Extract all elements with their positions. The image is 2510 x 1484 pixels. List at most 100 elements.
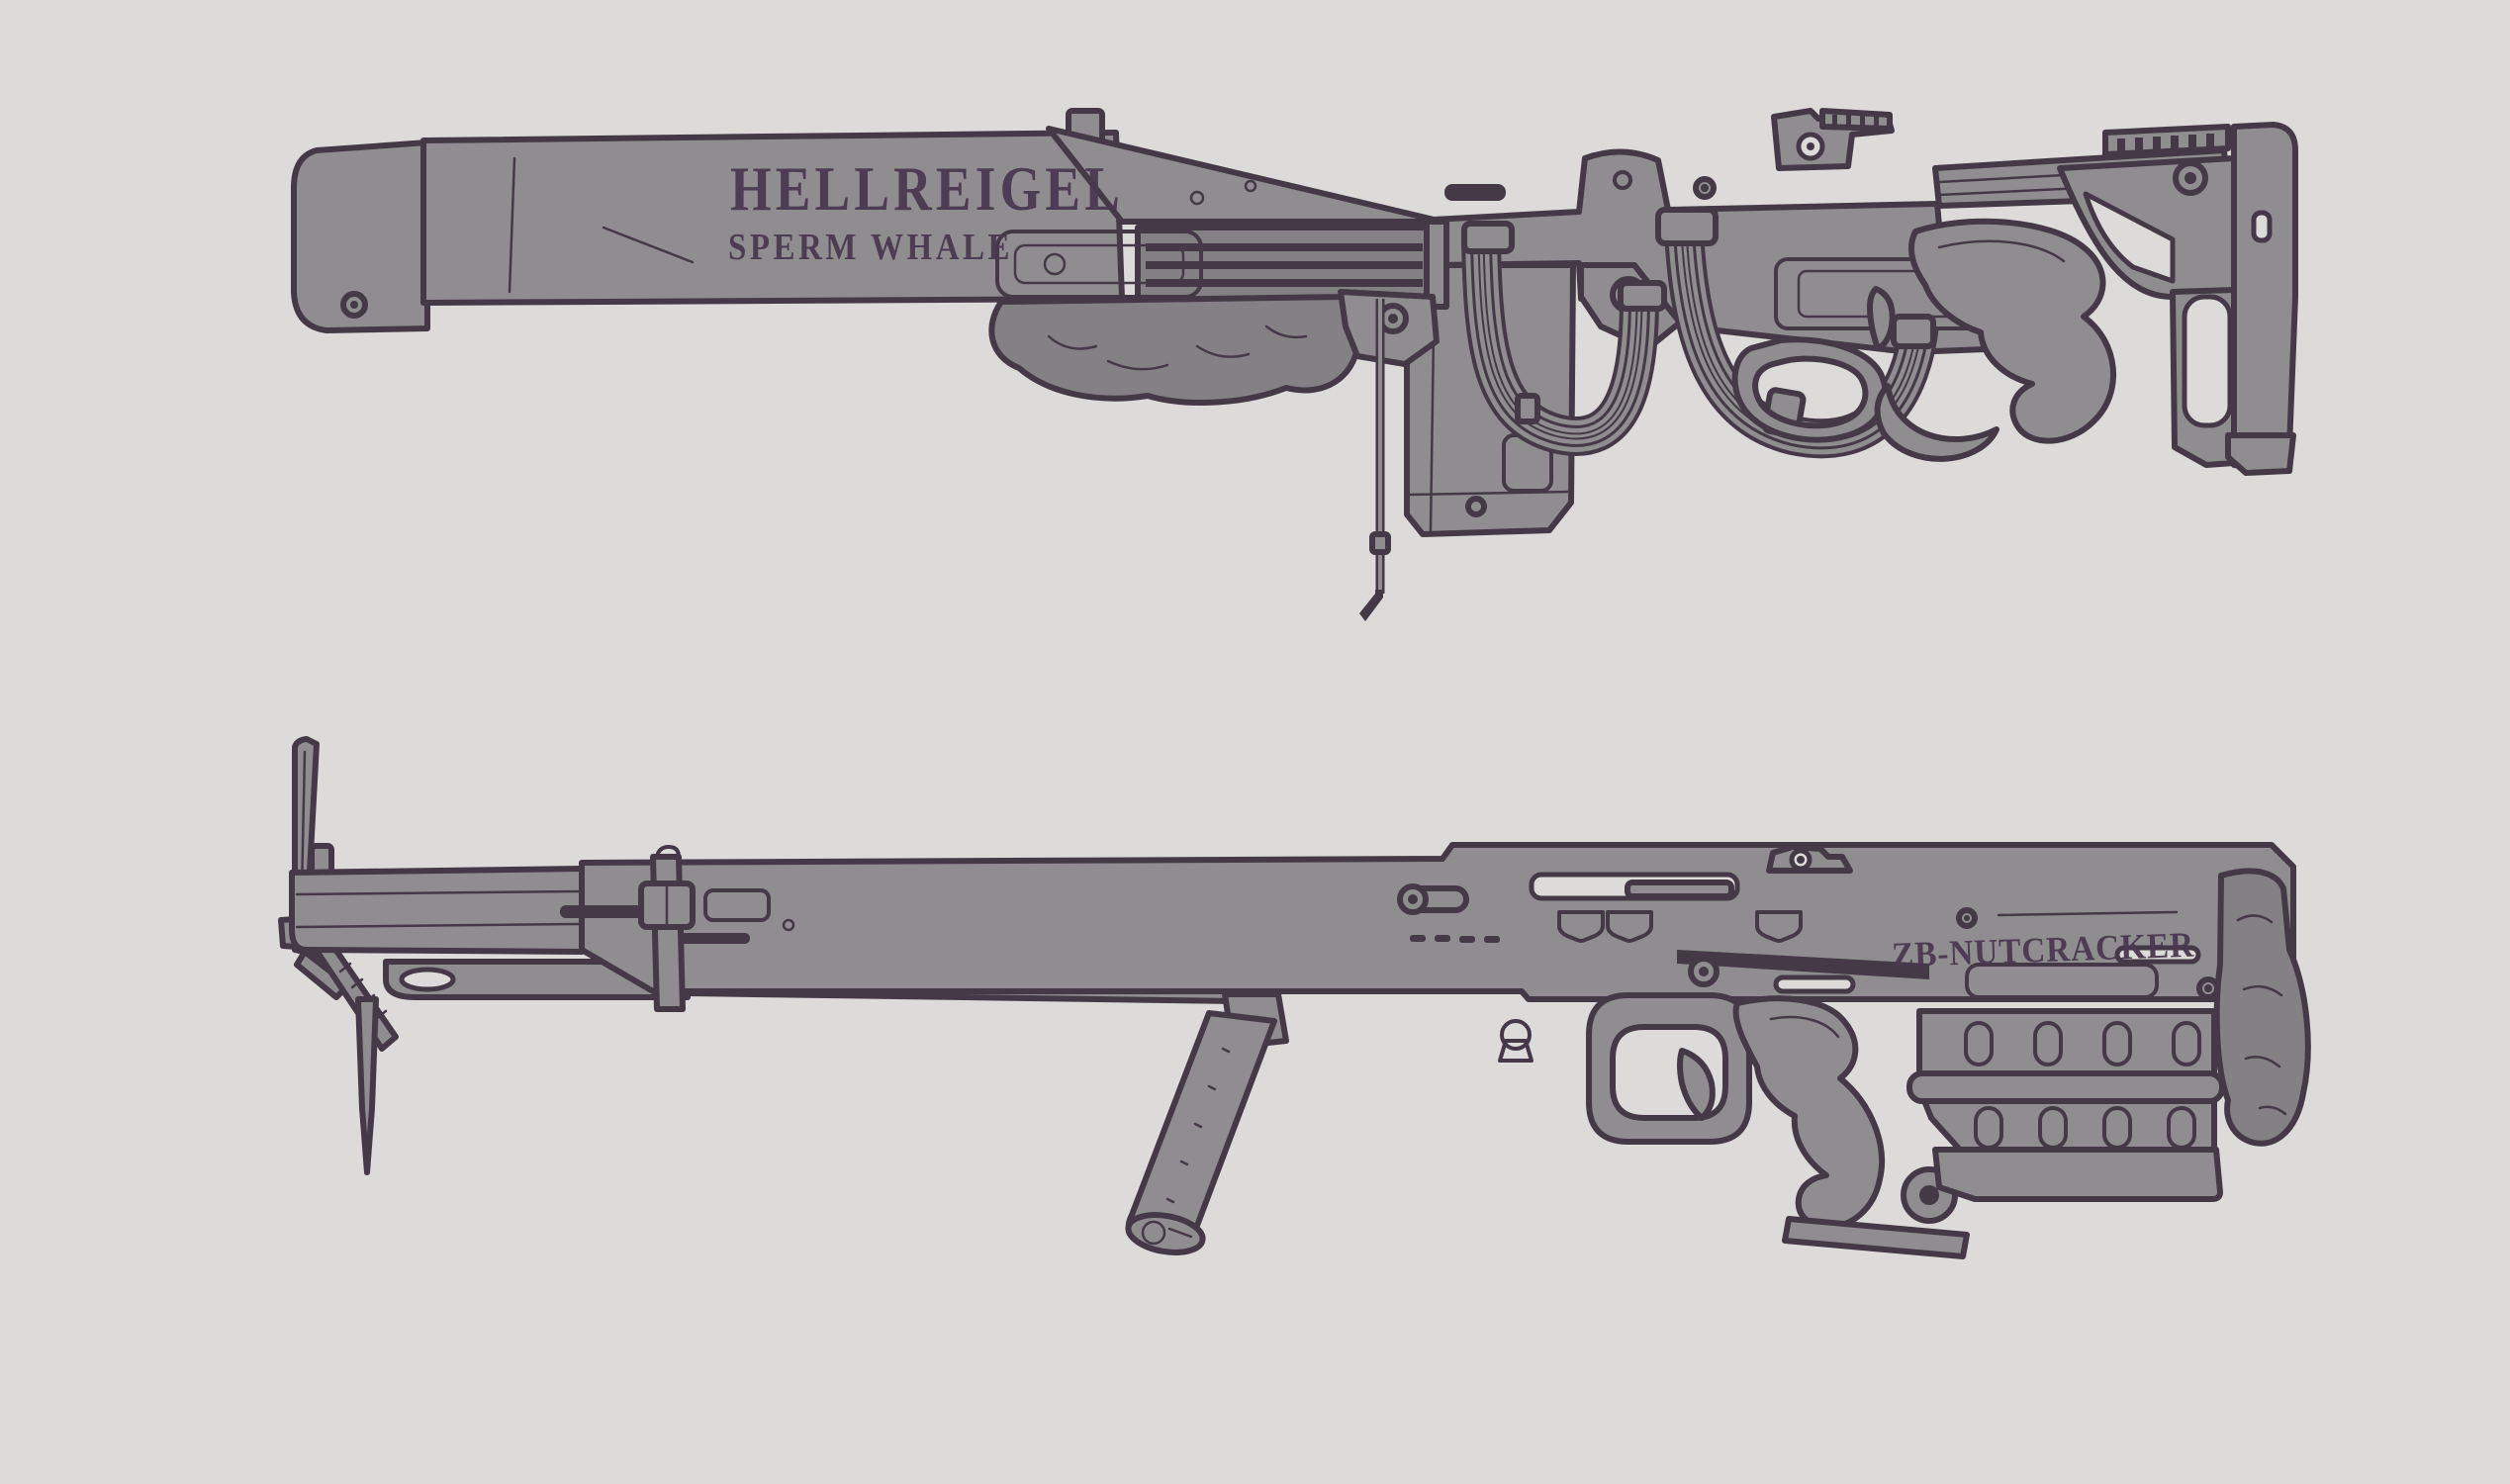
- rail-teeth: [2117, 134, 2214, 151]
- cloth-body: [2213, 868, 2311, 1147]
- rail-tooth: [2117, 139, 2125, 151]
- stock-frame-cutout: [2182, 294, 2233, 428]
- keyhole-slot: [1498, 1019, 1534, 1063]
- stock-foot: [2225, 432, 2296, 476]
- keyhole-flare: [1498, 1039, 1534, 1063]
- rail-tooth: [2135, 138, 2143, 150]
- butt-slot: [2251, 210, 2273, 243]
- pivot-screw-center: [2185, 172, 2196, 184]
- trigger-guard-ring: [1731, 336, 1889, 443]
- grip-loop-lever: [1874, 383, 1999, 462]
- trigger-group: [1586, 992, 1970, 1259]
- sight-aperture-pin: [1807, 142, 1814, 150]
- cloth-wrinkle: [2244, 1056, 2281, 1068]
- magazine-baseplate: [1932, 1147, 2223, 1202]
- shield-cutout: [1557, 910, 1605, 943]
- receiver-casing: ZB-NUTCRACKER: [560, 842, 2296, 1063]
- scratch: [508, 156, 516, 294]
- magazine-bolt: [1465, 496, 1487, 517]
- canvas-strap: [638, 845, 696, 1012]
- casing-body: [579, 842, 2296, 1002]
- cap-detail-line: [1167, 1227, 1193, 1239]
- sight-tooth: [1832, 115, 1837, 126]
- sight-tooth: [1860, 116, 1865, 127]
- cloth-wrinkle: [1195, 344, 1251, 358]
- rail-tooth: [2171, 136, 2179, 148]
- dark-slot: [679, 933, 750, 944]
- under-lever: [1782, 1216, 1970, 1259]
- strut-serration: [338, 962, 388, 1021]
- skeleton-stock: [2057, 122, 2298, 476]
- charging-handle: [1444, 184, 1506, 201]
- trigger-guard: [1586, 992, 1752, 1145]
- rib: [2102, 1021, 2132, 1067]
- trigger-group: [1731, 218, 2116, 462]
- stencil-title: HELLREIGEL: [730, 153, 1124, 224]
- dark-slot: [560, 905, 645, 918]
- charging-knob-center: [1408, 894, 1418, 904]
- vent-dashes: [1410, 935, 1500, 943]
- cloth-wrinkle: [2258, 1105, 2287, 1116]
- sight-pin: [1797, 856, 1805, 864]
- cable-connector: [1618, 280, 1667, 312]
- rail-tooth: [2206, 134, 2214, 146]
- panel-outline: [703, 888, 771, 922]
- cloth-wrinkle: [1106, 359, 1169, 371]
- shield-cutout: [1606, 910, 1653, 943]
- keyhole-circle: [1500, 1019, 1532, 1051]
- pipe-outline-inner: [1013, 243, 1185, 285]
- sight-tooth: [1874, 116, 1879, 127]
- rail-tooth: [2153, 137, 2161, 149]
- plate-slot: [399, 967, 456, 992]
- pipe-panel: [995, 230, 1203, 299]
- cable-connector: [1655, 207, 1719, 246]
- pipe-ring: [1043, 252, 1067, 276]
- dark-band: [1677, 950, 1929, 979]
- sight-tooth: [1846, 115, 1851, 126]
- shield-cutouts: [1557, 910, 1803, 943]
- jacket-groove: [295, 889, 581, 896]
- panel-line: [1997, 910, 2179, 917]
- vent-slat: [1146, 243, 1423, 251]
- cloth-butt: [2213, 868, 2311, 1147]
- bipod: [294, 945, 399, 1175]
- cloth-wrinkle: [2242, 984, 2283, 997]
- rear-sight: [1771, 108, 1895, 171]
- screw: [1613, 170, 1632, 190]
- trigger: [1867, 286, 1896, 351]
- wedge-rivet: [1189, 190, 1205, 206]
- screw-center: [1699, 967, 1709, 976]
- rod-collar: [1369, 531, 1391, 555]
- lever-disc-center: [1919, 1185, 1939, 1205]
- wedge-rivet: [1244, 179, 1257, 193]
- wedge-cowl: [1046, 126, 1445, 225]
- sight-fin: [1819, 108, 1893, 132]
- ribbed-magazine: [1906, 1008, 2225, 1202]
- vent-slat: [1146, 279, 1423, 287]
- front-cap: [291, 139, 430, 333]
- front-shroud: [291, 108, 1449, 333]
- fin-end-cap: [1424, 219, 1449, 310]
- strap-top-loop: [655, 845, 681, 859]
- bracket-bolt-center: [1388, 314, 1398, 324]
- cloth-wrinkle: [1047, 334, 1098, 350]
- slot-tab: [1625, 880, 1734, 899]
- pipe-outline: [995, 230, 1203, 299]
- screw-center: [1701, 184, 1709, 192]
- cable-connector: [1891, 314, 1936, 349]
- foregrip: [1125, 991, 1289, 1255]
- rivet: [782, 918, 795, 932]
- vent-slat: [1146, 261, 1423, 269]
- grip-contour: [1937, 239, 2066, 263]
- weapon-hellreigel: HELLREIGEL SPERM WHALE: [291, 108, 2298, 621]
- pistol-grip: [1732, 995, 1886, 1230]
- cap-screw-center: [350, 301, 358, 309]
- jacket-body: [289, 866, 585, 955]
- cleaning-rod: [1359, 299, 1391, 621]
- jacket-groove: [295, 922, 581, 929]
- weapon-zb-nutcracker: ZB-NUTCRACKER: [278, 736, 2311, 1259]
- rib: [2172, 1021, 2201, 1067]
- shield-cutout: [1755, 910, 1803, 943]
